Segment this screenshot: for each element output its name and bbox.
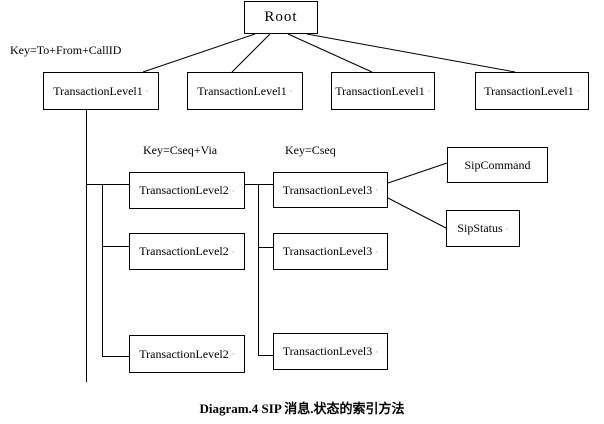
root-node-label: Root (264, 9, 298, 25)
key-annotation-level3: Key=Cseq (285, 143, 336, 157)
transaction-level3-node-1: TransactionLevel3· (273, 172, 388, 208)
node-label: SipCommand (464, 157, 531, 172)
node-label: TransactionLevel2 (139, 346, 229, 361)
node-label: TransactionLevel3 (282, 182, 373, 197)
level3-trunk-line (258, 184, 259, 355)
trailing-mark: · (289, 86, 293, 96)
transaction-level2-node-2: TransactionLevel2· (129, 233, 245, 270)
level3-row2-stub-line (258, 247, 273, 248)
level2-row1-branch-line (86, 184, 129, 185)
transaction-level2-node-3: TransactionLevel2· (129, 335, 245, 373)
transaction-level2-node-1: TransactionLevel2· (129, 172, 245, 209)
trailing-mark: · (375, 246, 379, 257)
transaction-level3-node-3: TransactionLevel3· (273, 333, 388, 370)
level3-to-sipstatus-line (387, 197, 447, 229)
node-label: TransactionLevel1 (484, 83, 574, 98)
trailing-mark: · (231, 246, 235, 257)
key-annotation-level1: Key=To+From+CallID (10, 43, 122, 57)
trailing-mark: · (231, 185, 235, 196)
root-to-level1-line-2 (231, 33, 271, 73)
key-annotation-level2: Key=Cseq+Via (143, 143, 218, 157)
trailing-mark: · (427, 86, 431, 96)
root-node: Root (244, 1, 318, 34)
node-label: TransactionLevel1 (53, 83, 143, 98)
trailing-mark: · (375, 346, 379, 357)
node-label: SipStatus (457, 221, 503, 235)
node-label: TransactionLevel3 (282, 244, 373, 258)
trailing-mark: · (145, 86, 149, 96)
level2-row3-branch-line (102, 356, 130, 357)
transaction-level1-node-1: TransactionLevel1· (43, 72, 159, 110)
node-label: TransactionLevel2 (139, 183, 229, 197)
node-label: TransactionLevel1 (197, 83, 287, 98)
sip-status-node: SipStatus· (446, 210, 520, 247)
trailing-mark: · (576, 86, 580, 96)
trailing-mark: · (375, 185, 379, 195)
level2-row2-branch-line (102, 246, 130, 247)
root-to-level1-line-4 (306, 33, 516, 73)
transaction-level3-node-2: TransactionLevel3· (273, 233, 388, 270)
transaction-level1-node-2: TransactionLevel1· (187, 72, 303, 110)
root-to-level1-line-3 (287, 33, 373, 73)
level3-row3-stub-line (258, 355, 273, 356)
node-label: TransactionLevel1 (335, 83, 425, 98)
trailing-mark: · (231, 349, 235, 359)
transaction-level1-node-3: TransactionLevel1· (331, 72, 435, 110)
node-label: TransactionLevel3 (282, 344, 373, 358)
level1-trunk-line (86, 110, 87, 382)
transaction-level1-node-4: TransactionLevel1· (475, 72, 589, 110)
diagram-caption: Diagram.4 SIP 消息.状态的索引方法 (199, 401, 405, 416)
node-label: TransactionLevel2 (139, 244, 229, 258)
level2-to-level3-line (245, 184, 273, 185)
sip-command-node: SipCommand (447, 147, 548, 183)
root-to-level1-line-1 (142, 33, 256, 73)
level3-to-sipcommand-line (387, 162, 448, 184)
trailing-mark: · (505, 223, 509, 234)
level2-branch-trunk-line (102, 184, 103, 356)
